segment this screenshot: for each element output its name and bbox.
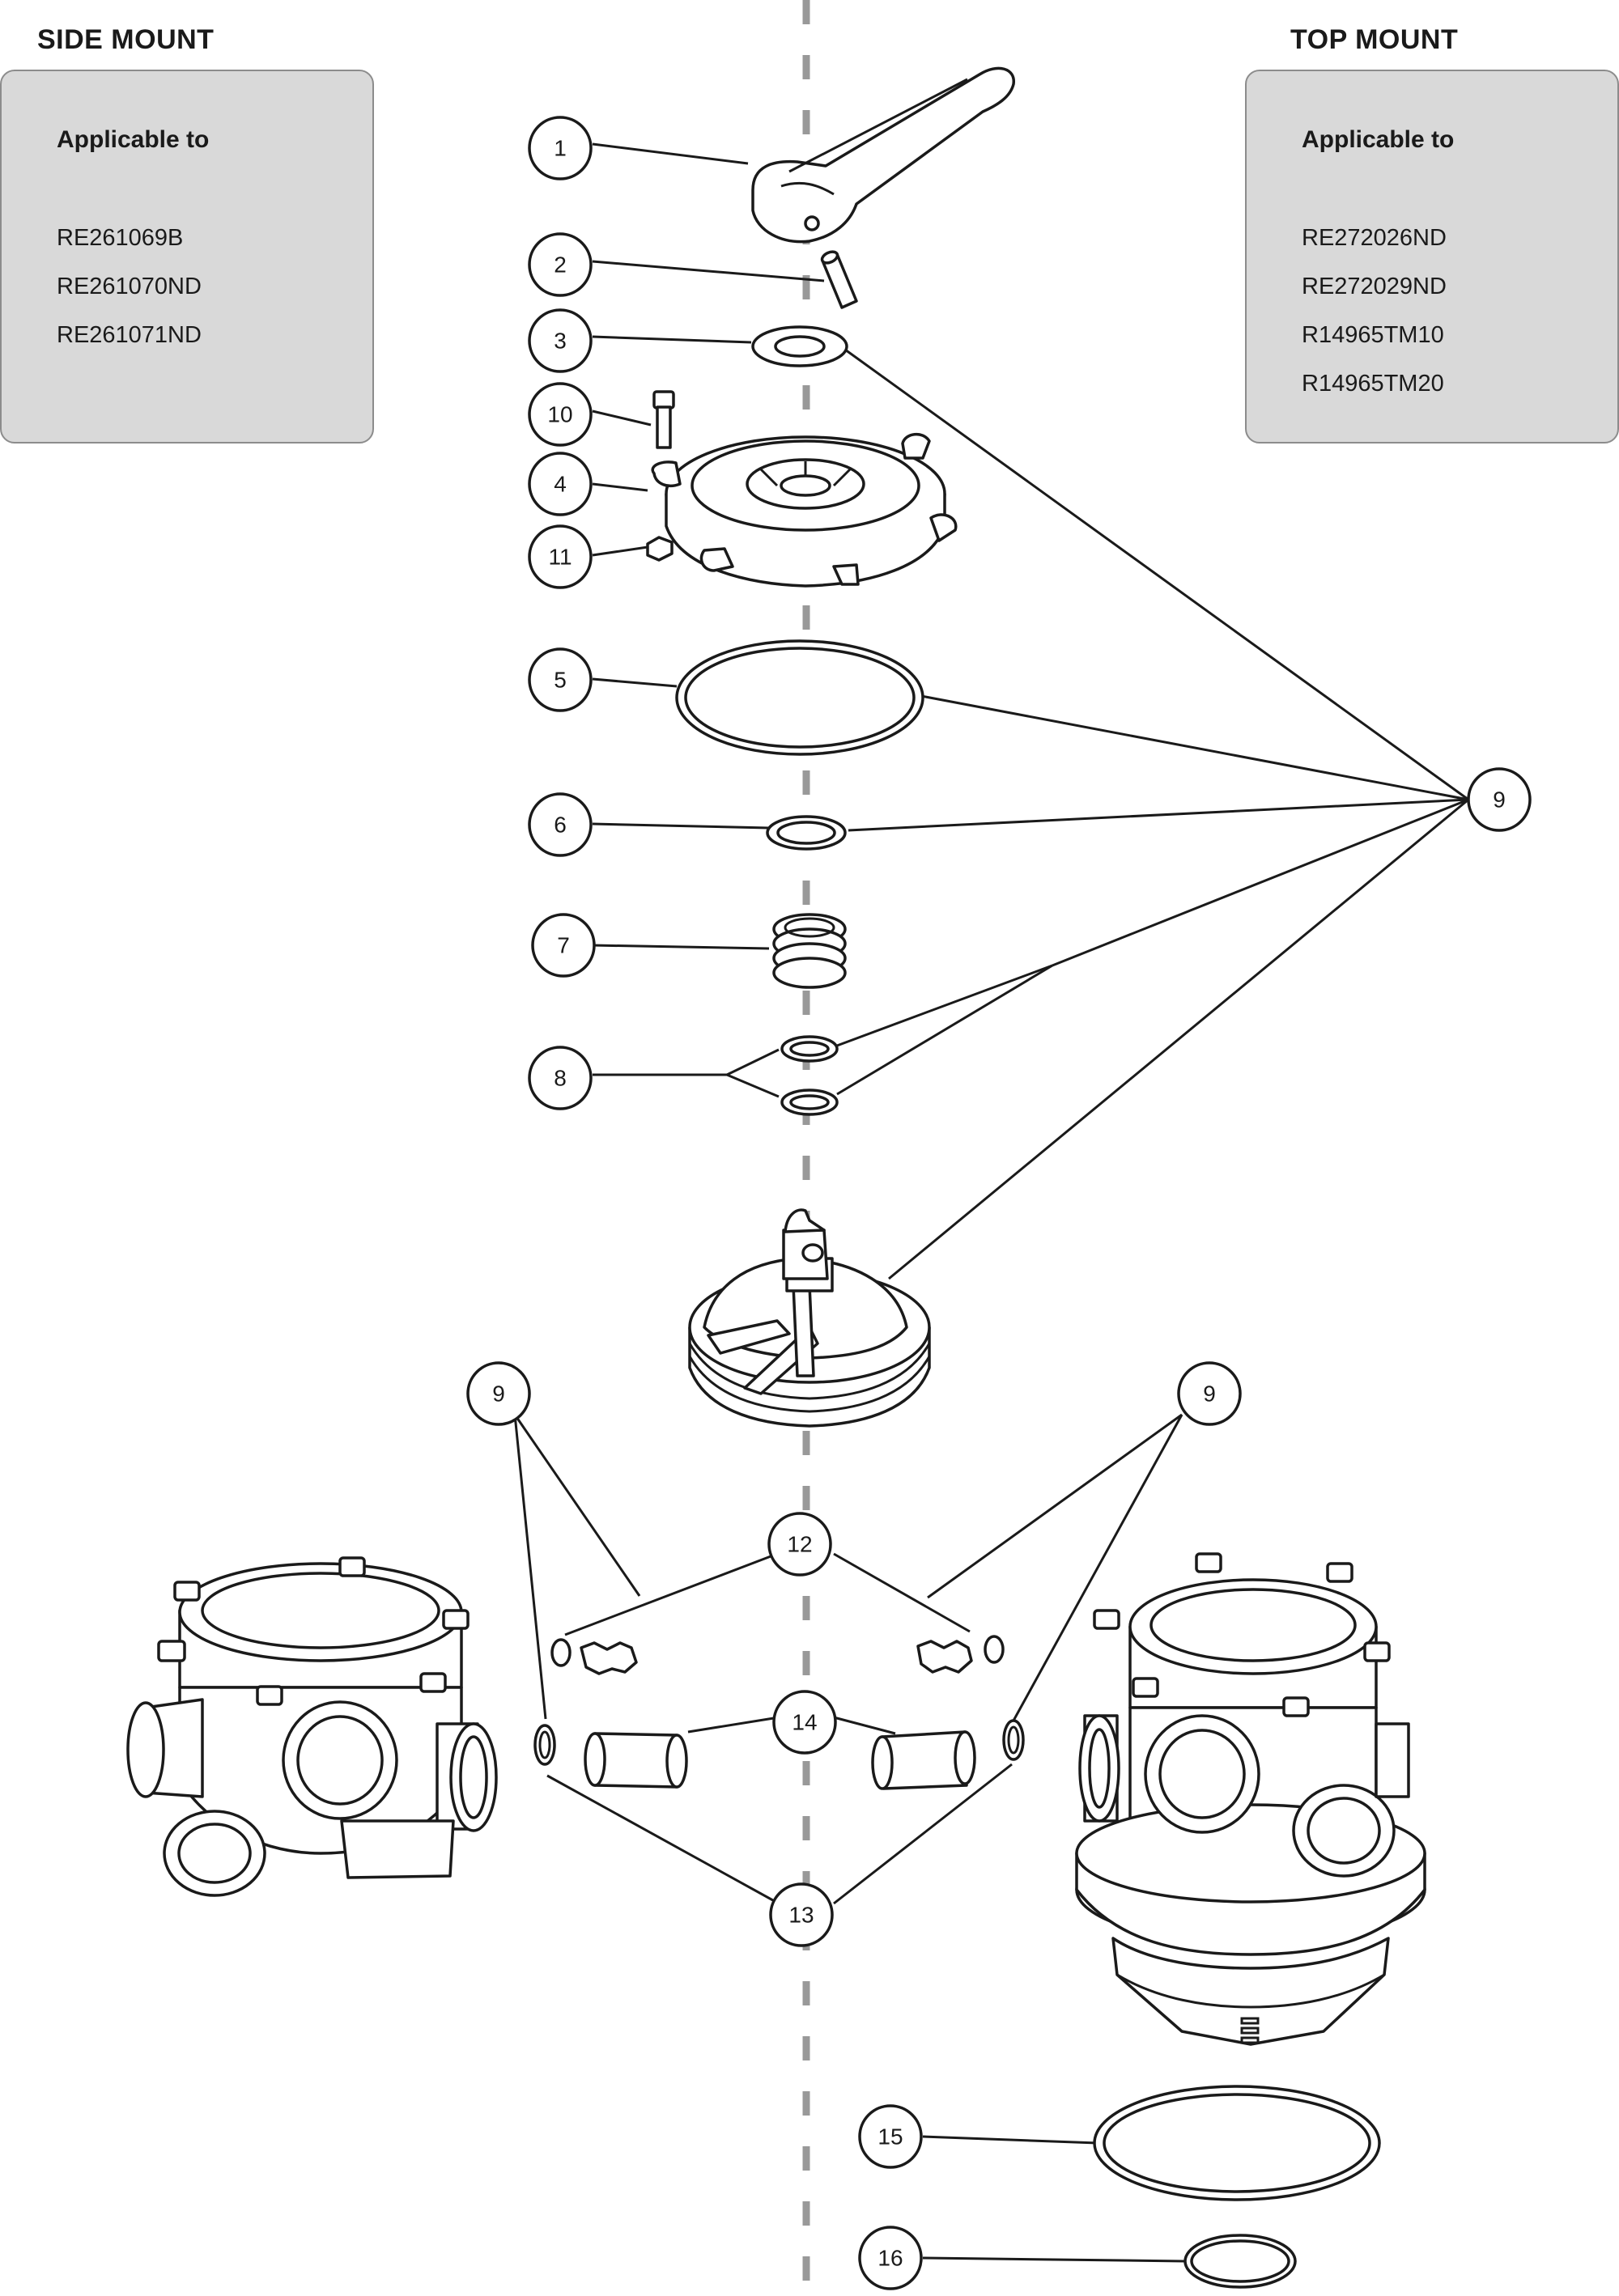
callout-9-right: 9: [1177, 1361, 1242, 1426]
top-mount-heading: TOP MOUNT: [1290, 24, 1459, 55]
callout-5: 5: [528, 647, 593, 712]
callout-3-label: 3: [554, 329, 567, 354]
callout-13-label: 13: [788, 1903, 814, 1928]
callout-8: 8: [528, 1046, 593, 1110]
callout-4-label: 4: [554, 472, 567, 497]
part-small-ring-right: [1002, 1719, 1025, 1761]
side-mount-model-list: RE261069B RE261070ND RE261071ND: [57, 214, 202, 359]
side-mount-applicability-panel: Applicable to RE261069B RE261070ND RE261…: [0, 70, 374, 443]
part-bottom-small-o-ring: [1183, 2234, 1297, 2289]
callout-12-label: 12: [787, 1532, 812, 1557]
callout-14-label: 14: [792, 1710, 817, 1735]
callout-9-left: 9: [466, 1361, 531, 1426]
callout-2: 2: [528, 232, 593, 297]
side-mount-applicable-label: Applicable to: [57, 126, 210, 153]
callout-16-label: 16: [877, 2246, 903, 2271]
callout-11: 11: [528, 524, 593, 589]
top-mount-model-list: RE272026ND RE272029ND R14965TM10 R14965T…: [1302, 214, 1447, 408]
side-mount-heading: SIDE MOUNT: [37, 24, 215, 55]
top-mount-applicable-label: Applicable to: [1302, 126, 1455, 153]
callout-7-label: 7: [557, 933, 570, 958]
part-washer: [751, 325, 848, 367]
callout-15-label: 15: [877, 2124, 903, 2150]
callout-6: 6: [528, 792, 593, 857]
part-rotor: [688, 1208, 931, 1428]
side-mount-model: RE261069B: [57, 225, 184, 251]
part-sleeve-right: [871, 1730, 976, 1790]
part-nut: [646, 536, 674, 562]
callout-1-label: 1: [554, 136, 567, 161]
part-pin: [820, 250, 858, 309]
callout-12: 12: [767, 1512, 832, 1577]
callout-11-label: 11: [548, 545, 572, 570]
callout-2-label: 2: [554, 253, 567, 278]
top-mount-valve-body: [1075, 1552, 1426, 2046]
callout-3: 3: [528, 308, 593, 373]
top-mount-model: R14965TM10: [1302, 322, 1444, 348]
callout-1: 1: [528, 116, 593, 180]
part-bottom-large-o-ring: [1093, 2085, 1381, 2201]
part-spring: [772, 913, 847, 989]
part-large-o-ring: [675, 639, 924, 756]
callout-10: 10: [528, 382, 593, 447]
part-medium-o-ring: [766, 815, 847, 851]
part-sleeve-left: [584, 1732, 688, 1789]
callout-5-label: 5: [554, 668, 567, 693]
callout-9-left-label: 9: [492, 1381, 505, 1407]
callout-16: 16: [858, 2226, 923, 2290]
leader-lines: [513, 142, 1469, 2263]
callout-8-label: 8: [554, 1066, 567, 1091]
part-bolt: [652, 390, 675, 449]
callout-9-right-label: 9: [1203, 1381, 1216, 1407]
top-mount-model: R14965TM20: [1302, 371, 1444, 397]
callout-4: 4: [528, 452, 593, 516]
part-handle: [751, 66, 1015, 244]
callout-9: 9: [1467, 767, 1532, 832]
part-plug-left: [550, 1638, 638, 1675]
part-valve-cover: [651, 433, 958, 588]
callout-10-label: 10: [547, 402, 572, 427]
side-mount-model: RE261070ND: [57, 274, 202, 299]
part-small-ring-left: [533, 1724, 556, 1766]
callout-6-label: 6: [554, 813, 567, 838]
callout-13: 13: [769, 1882, 834, 1947]
callout-7: 7: [531, 913, 596, 978]
top-mount-applicability-panel: Applicable to RE272026ND RE272029ND R149…: [1245, 70, 1619, 443]
part-plug-right: [916, 1635, 1005, 1674]
top-mount-model: RE272029ND: [1302, 274, 1447, 299]
side-mount-valve-body: [126, 1556, 498, 1897]
top-mount-model: RE272026ND: [1302, 225, 1447, 251]
callout-9-label: 9: [1493, 787, 1506, 813]
part-small-o-rings: [780, 1035, 839, 1116]
callout-15: 15: [858, 2104, 923, 2169]
side-mount-model: RE261071ND: [57, 322, 202, 348]
callout-14: 14: [772, 1690, 837, 1755]
